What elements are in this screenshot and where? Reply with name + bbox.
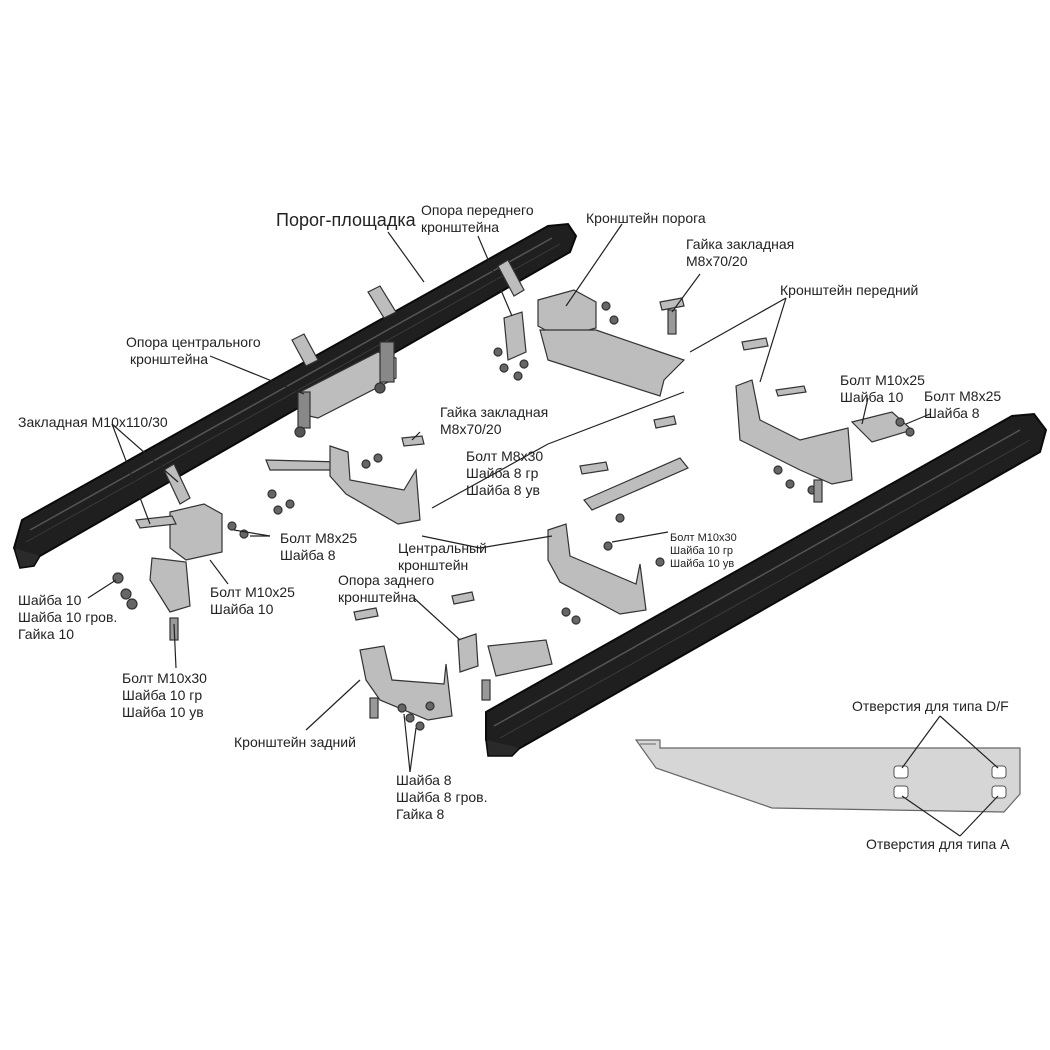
central-bracket-left (265, 435, 425, 525)
central-bracket-right (547, 415, 689, 625)
front-support-bracket (493, 311, 529, 381)
board-inserts (163, 259, 525, 505)
rear-bracket (353, 591, 553, 731)
embedded-nut-top (659, 297, 685, 335)
running-board-upper (12, 222, 578, 569)
sill-bracket (537, 289, 686, 397)
running-board-lower (485, 412, 1048, 757)
front-bracket (735, 337, 853, 503)
label-otverstiya-a: Отверстия для типа А (866, 836, 1010, 852)
right-plate (850, 411, 915, 443)
mounting-plate-detail (634, 739, 1021, 813)
leader-lines (87, 223, 999, 837)
label-porog-ploshchadka: Порог-площадка (276, 210, 416, 230)
label-otverstiya-df: Отверстия для типа D/F (852, 698, 1009, 714)
central-support-bracket (294, 341, 397, 438)
label-kronshtein-peredniy: Кронштейн передний (780, 282, 919, 298)
label-kronshtein-zadniy: Кронштейн задний (234, 734, 356, 750)
label-kronshtein-poroga: Кронштейн порога (586, 210, 706, 226)
label-zakladnaya-m10: Закладная М10х110/30 (18, 414, 168, 430)
